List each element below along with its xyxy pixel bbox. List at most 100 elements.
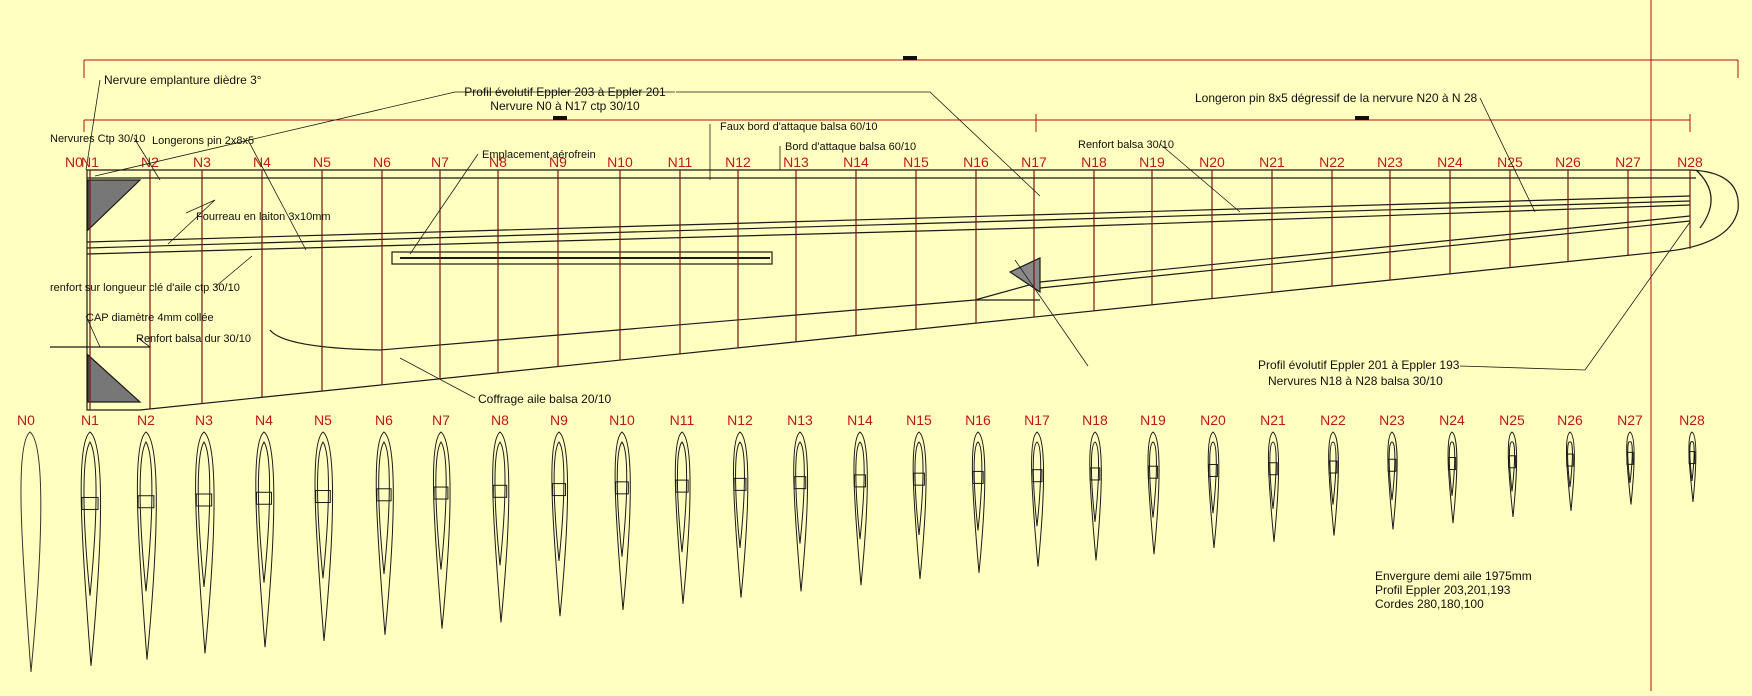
rib-profile xyxy=(80,431,102,666)
plan-rib-label: N17 xyxy=(1021,154,1047,170)
profile-rib-label: N3 xyxy=(195,412,213,428)
rib-spar-box xyxy=(1268,462,1278,476)
spec-cordes: Cordes 280,180,100 xyxy=(1375,597,1484,611)
rib-profile xyxy=(1688,431,1697,503)
rib-spar-box xyxy=(81,496,99,510)
plan-rib-label: N6 xyxy=(373,154,391,170)
rib-spar-box xyxy=(913,472,925,486)
profile-rib-label: N12 xyxy=(727,412,753,428)
profile-rib-label: N19 xyxy=(1140,412,1166,428)
rib-spar-box xyxy=(1089,467,1101,481)
plan-rib-label: N22 xyxy=(1319,154,1345,170)
rib-profile xyxy=(136,431,157,660)
plan-rib-label: N26 xyxy=(1555,154,1581,170)
rib-spar-box xyxy=(315,490,331,504)
rib-profile-inner xyxy=(257,441,271,583)
profile-rib-label: N25 xyxy=(1499,412,1525,428)
plan-rib-label: N9 xyxy=(549,154,567,170)
profile-rib-label: N4 xyxy=(255,412,273,428)
callout-renfort-longueur: renfort sur longueur clé d'aile ctp 30/1… xyxy=(50,282,240,294)
rib-profile-inner xyxy=(973,441,983,531)
callout-nervures-ctp: Nervures Ctp 30/10 xyxy=(50,133,145,145)
rib-spar-box xyxy=(733,477,747,491)
plan-rib-label: N13 xyxy=(783,154,809,170)
rib-profile xyxy=(1031,431,1045,567)
rib-spar-box xyxy=(551,483,567,497)
rib-spar-box xyxy=(1508,455,1516,469)
rib-spar-box xyxy=(1626,451,1634,465)
plan-rib-label: N3 xyxy=(193,154,211,170)
plan-rib-label: N10 xyxy=(607,154,633,170)
profile-rib-label: N18 xyxy=(1082,412,1108,428)
rib-profile-inner xyxy=(378,441,390,575)
rib-profile xyxy=(375,431,394,635)
rib-profile xyxy=(1447,431,1458,524)
plan-rib-label: N18 xyxy=(1081,154,1107,170)
rib-spar-box xyxy=(1566,453,1574,467)
rib-profiles xyxy=(20,431,1697,673)
plan-rib-label: N8 xyxy=(489,154,507,170)
rib-profile-inner xyxy=(553,441,565,561)
rib-profile-inner xyxy=(83,441,97,596)
rib-profile xyxy=(1507,431,1518,518)
rib-profile xyxy=(1267,431,1280,542)
profile-rib-label: N0 xyxy=(17,412,35,428)
profile-rib-label: N20 xyxy=(1200,412,1226,428)
plan-rib-label: N2 xyxy=(141,154,159,170)
callout-profil-2b: Nervures N18 à N28 balsa 30/10 xyxy=(1268,374,1443,388)
specifications: Envergure demi aile 1975mm Profil Eppler… xyxy=(1375,569,1532,611)
rib-profile-inner xyxy=(1149,441,1157,518)
rib-profile xyxy=(971,431,986,573)
rib-profile-inner xyxy=(735,441,745,548)
plan-rib-label: N14 xyxy=(843,154,869,170)
plan-rib-label: N5 xyxy=(313,154,331,170)
rib-profile-inner xyxy=(1269,441,1277,509)
rib-profile-inner xyxy=(914,441,924,535)
plan-rib-label: N12 xyxy=(725,154,751,170)
callout-aerofrein: Emplacement aérofrein xyxy=(482,149,596,161)
rib-profile-inner xyxy=(1090,441,1100,522)
rib-profile-inner xyxy=(616,441,628,557)
callout-renfort-balsa: Renfort balsa 30/10 xyxy=(1078,139,1174,151)
rib-profile xyxy=(912,431,927,580)
rib-profile xyxy=(674,431,691,604)
callout-faux-bord: Faux bord d'attaque balsa 60/10 xyxy=(720,121,877,133)
rib-spar-box xyxy=(492,484,508,498)
plan-rib-label: N7 xyxy=(431,154,449,170)
profile-rib-label: N9 xyxy=(550,412,568,428)
rib-profile-inner xyxy=(139,441,153,592)
rib-profile xyxy=(1626,431,1635,505)
callout-bord-attaque: Bord d'attaque balsa 60/10 xyxy=(785,141,916,153)
rib-spar-box xyxy=(1447,457,1457,471)
rib-spar-box xyxy=(1688,451,1696,465)
rib-profile-inner xyxy=(1329,441,1337,505)
spec-envergure: Envergure demi aile 1975mm xyxy=(1375,569,1532,583)
plan-rib-label: N15 xyxy=(903,154,929,170)
rib-profile-inner xyxy=(795,441,805,544)
callout-profil-2a: Profil évolutif Eppler 201 à Eppler 193 xyxy=(1258,358,1460,372)
plan-rib-label: N28 xyxy=(1677,154,1703,170)
rib-spar-box xyxy=(256,491,272,505)
callout-longerons-pin: Longerons pin 2x8x5 xyxy=(152,135,254,147)
callout-nervure-emplanture: Nervure emplanture dièdre 3° xyxy=(104,73,262,87)
callout-coffrage: Coffrage aile balsa 20/10 xyxy=(478,392,612,406)
rib-profile xyxy=(492,431,510,623)
profile-rib-label: N21 xyxy=(1260,412,1286,428)
plan-rib-label: N1 xyxy=(81,154,99,170)
rib-spar-box xyxy=(1147,465,1159,479)
profile-rib-label: N15 xyxy=(906,412,932,428)
rib-profile-inner xyxy=(435,441,447,570)
profile-rib-label: N11 xyxy=(670,412,695,428)
rib-spar-box xyxy=(972,470,984,484)
plan-rib-lines xyxy=(89,170,1691,410)
rib-spar-box xyxy=(793,476,807,490)
callout-profil-1b: Nervure N0 à N17 ctp 30/10 xyxy=(490,99,640,113)
wing-outline xyxy=(86,169,1739,411)
rib-spar-box xyxy=(1387,458,1397,472)
rib-profile-inner xyxy=(197,441,211,588)
rib-profile-inner xyxy=(317,441,329,579)
plan-rib-label: N19 xyxy=(1139,154,1165,170)
plan-rib-label: N25 xyxy=(1497,154,1523,170)
rib-profile-inner xyxy=(1388,441,1396,501)
